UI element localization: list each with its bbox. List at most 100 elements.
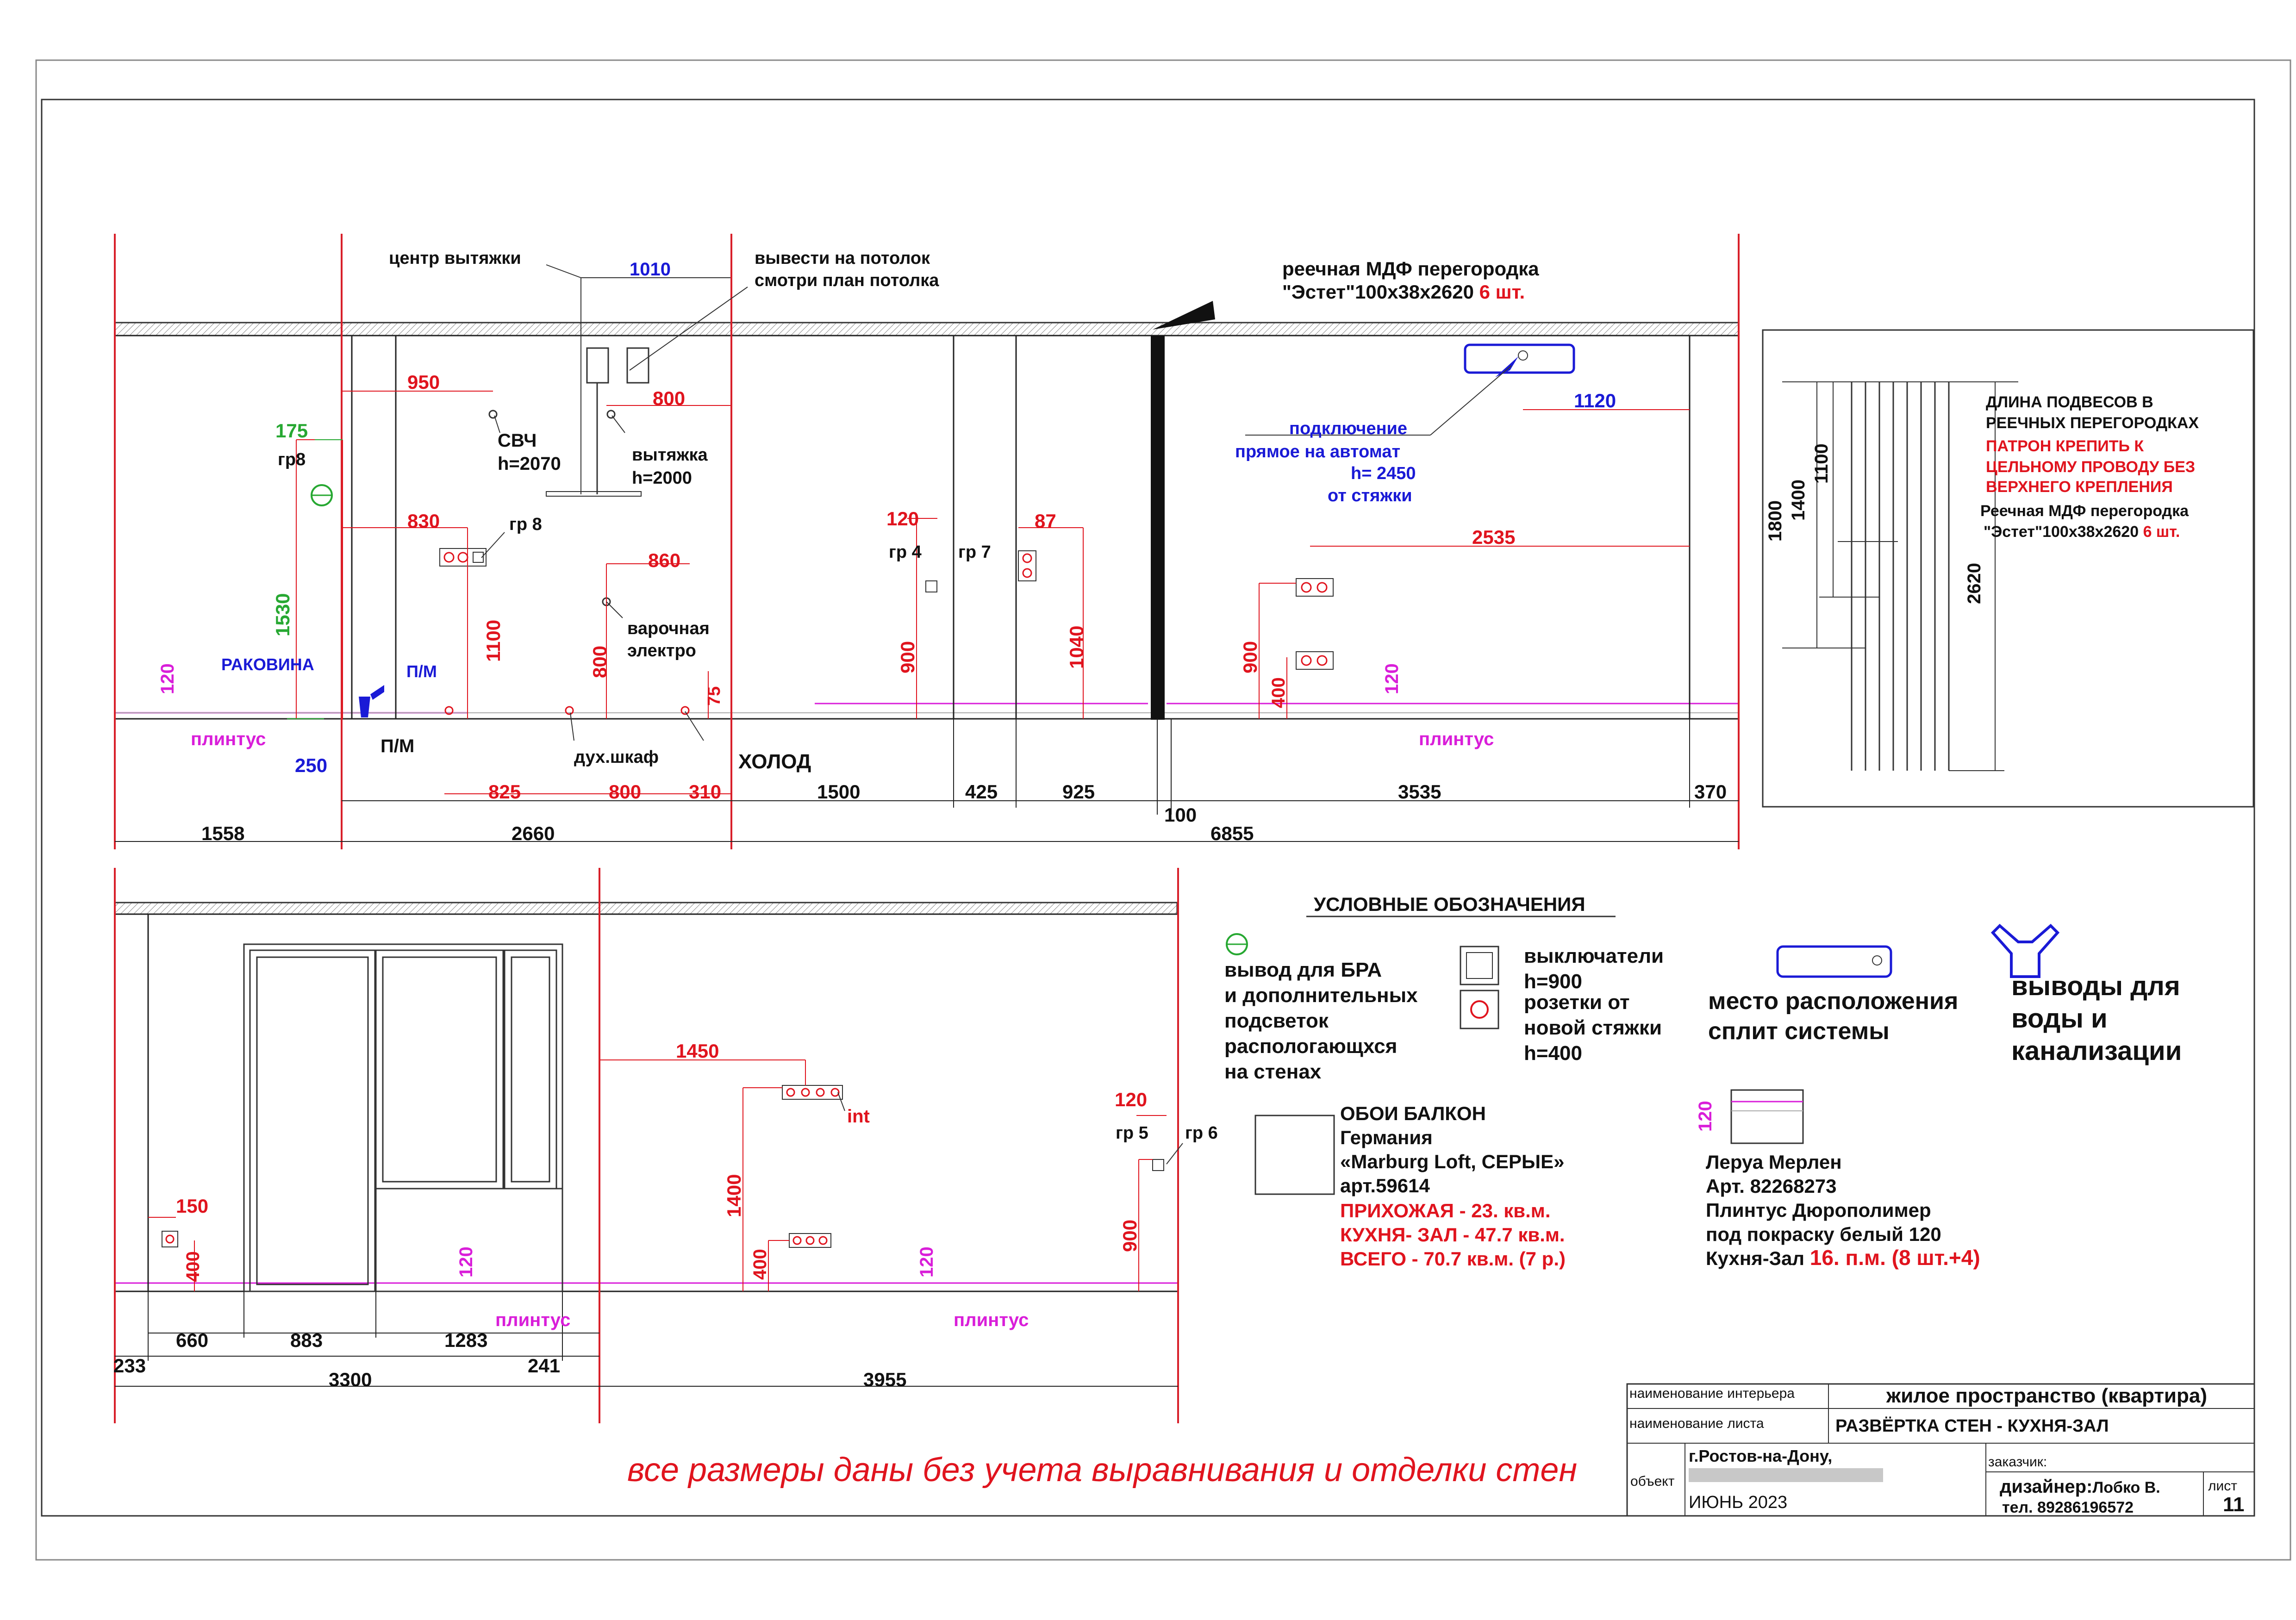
dim-800b: 800: [589, 646, 611, 678]
label-connect-2: прямое на автомат: [1235, 442, 1400, 461]
plinth-swatch: [1730, 1089, 1804, 1144]
wallpaper-area-2: КУХНЯ- ЗАЛ - 47.7 кв.м.: [1340, 1224, 1565, 1246]
tb-label-page: лист: [2208, 1478, 2237, 1494]
dim-1100: 1100: [482, 620, 504, 662]
legend-bra-3: подсветок: [1224, 1009, 1329, 1032]
legend: УСЛОВНЫЕ ОБОЗНАЧЕНИЯ вывод для БРА и доп…: [1224, 893, 2182, 1270]
wallpaper-swatch: [1254, 1115, 1335, 1195]
mdf-title: реечная МДФ перегородка: [1282, 258, 1539, 280]
ceiling-slab: [114, 322, 1740, 336]
legend-socket-3: h=400: [1524, 1042, 1582, 1065]
ceiling-note-1: вывести на потолок: [755, 249, 930, 268]
dim-1283: 1283: [444, 1329, 487, 1351]
dim-120b: 120: [886, 508, 919, 530]
dim-250: 250: [295, 754, 327, 776]
dim-660: 660: [176, 1329, 208, 1351]
legend-switch-1: выключатели: [1524, 945, 1664, 967]
switch-legend-icon: [1460, 946, 1499, 985]
title-block: наименование интерьера жилое пространств…: [1626, 1383, 2255, 1517]
dim-310: 310: [689, 781, 721, 803]
rail-spec-1: Реечная МДФ перегородка: [1980, 502, 2189, 520]
plinth-legend-height: 120: [1695, 1101, 1716, 1132]
tb-label-interior: наименование интерьера: [1629, 1386, 1795, 1401]
tb-city: г.Ростов-на-Дону,: [1689, 1446, 1832, 1465]
dim-175: 175: [275, 420, 308, 442]
label-microwave: СВЧ: [498, 430, 537, 451]
label-sink: РАКОВИНА: [221, 655, 314, 674]
label-int: int: [847, 1106, 870, 1127]
mdf-rail-partition: [1151, 336, 1165, 720]
balcony-door-window: [243, 943, 563, 1292]
socket-block: [162, 1085, 1164, 1248]
wallpaper-1: ОБОИ БАЛКОН: [1340, 1103, 1486, 1124]
socket-block: [1018, 550, 1036, 581]
rail-dim-1400: 1400: [1788, 480, 1809, 521]
ceiling-slab-2: [114, 902, 1178, 915]
dim-1400: 1400: [723, 1174, 745, 1217]
dim-3300: 3300: [329, 1369, 372, 1390]
label-hob-1: варочная: [627, 619, 710, 638]
legend-title: УСЛОВНЫЕ ОБОЗНАЧЕНИЯ: [1314, 893, 1585, 915]
dim-1558: 1558: [201, 822, 244, 844]
dim-1120: 1120: [1574, 390, 1616, 411]
tb-label-client: заказчик:: [1988, 1454, 2047, 1470]
tb-date: ИЮНЬ 2023: [1689, 1493, 1787, 1512]
dim-830: 830: [407, 510, 440, 532]
label-gr8b: гр 8: [509, 515, 542, 534]
dim-425: 425: [965, 781, 998, 803]
dim-2660: 2660: [512, 822, 555, 844]
label-microwave-h: h=2070: [498, 454, 561, 474]
label-fridge: ХОЛОД: [738, 750, 811, 773]
rail-dim-1800: 1800: [1765, 500, 1785, 542]
legend-water-3: канализации: [2011, 1036, 2182, 1066]
split-unit: [1464, 343, 1575, 374]
dim-370: 370: [1694, 781, 1727, 803]
dim-6855: 6855: [1210, 822, 1254, 844]
dim-883: 883: [290, 1329, 323, 1351]
dim-400b: 400: [750, 1249, 770, 1280]
rail-dim-1100: 1100: [1811, 443, 1832, 484]
water-outlet-icon: [359, 697, 370, 717]
dim-800c: 800: [609, 781, 641, 803]
legend-split-1: место расположения: [1708, 988, 1958, 1015]
legend-bra-4: распологающхся: [1224, 1035, 1397, 1058]
water-legend-icon: [1990, 923, 2060, 978]
top-wall-elevation: центр вытяжки 1010 вывести на потолок см…: [114, 234, 1740, 849]
label-pm-1: П/М: [406, 662, 437, 681]
inner-frame: [41, 99, 2255, 1517]
rail-dim-2620: 2620: [1964, 563, 1984, 604]
tb-interior: жилое пространство (квартира): [1886, 1384, 2207, 1407]
tb-page: 11: [2223, 1493, 2245, 1516]
dim-900b: 900: [1239, 641, 1261, 673]
legend-water-2: воды и: [2011, 1003, 2108, 1034]
label-connect-3: h= 2450: [1351, 464, 1416, 483]
switch-block: [925, 580, 937, 592]
mdf-spec: "Эстет"100х38х2620 6 шт.: [1282, 281, 1525, 303]
tb-sheet: РАЗВЁРТКА СТЕН - КУХНЯ-ЗАЛ: [1835, 1416, 2109, 1436]
dim-800: 800: [653, 387, 685, 409]
ceiling-note-2: смотри план потолка: [755, 271, 939, 290]
rail-title-2: РЕЕЧНЫХ ПЕРЕГОРОДКАХ: [1986, 414, 2199, 432]
bottom-wall-elevation: 1450 int 1400 400 120 плинтус 120 плинту…: [113, 868, 1218, 1423]
rail-warning-3: ВЕРХНЕГО КРЕПЛЕНИЯ: [1986, 478, 2173, 496]
dim-241: 241: [528, 1355, 560, 1377]
dim-1040: 1040: [1066, 626, 1087, 669]
dimension-lines: [296, 391, 1690, 794]
bottom-dimension-chain-2: [115, 1291, 1178, 1387]
tb-phone: тел. 89286196572: [2002, 1499, 2134, 1516]
label-pm-2: П/М: [381, 736, 414, 756]
label-gr4: гр 4: [889, 542, 922, 562]
label-hood-h: h=2000: [632, 468, 692, 488]
label-hood: вытяжка: [632, 445, 708, 465]
label-plinth-4: плинтус: [954, 1310, 1029, 1330]
socket-legend-icon: [1460, 990, 1499, 1029]
plinth-height-4: 120: [917, 1246, 937, 1277]
rail-spec-2: "Эстет"100х38х2620 6 шт.: [1984, 523, 2180, 541]
dim-75: 75: [705, 686, 724, 706]
socket-block: [439, 548, 487, 567]
legend-bra-2: и дополнительных: [1224, 984, 1418, 1007]
dim-400c: 400: [183, 1251, 203, 1282]
wallpaper-area-1: ПРИХОЖАЯ - 23. кв.м.: [1340, 1200, 1551, 1221]
bottom-dimension-chain: [115, 719, 1739, 842]
